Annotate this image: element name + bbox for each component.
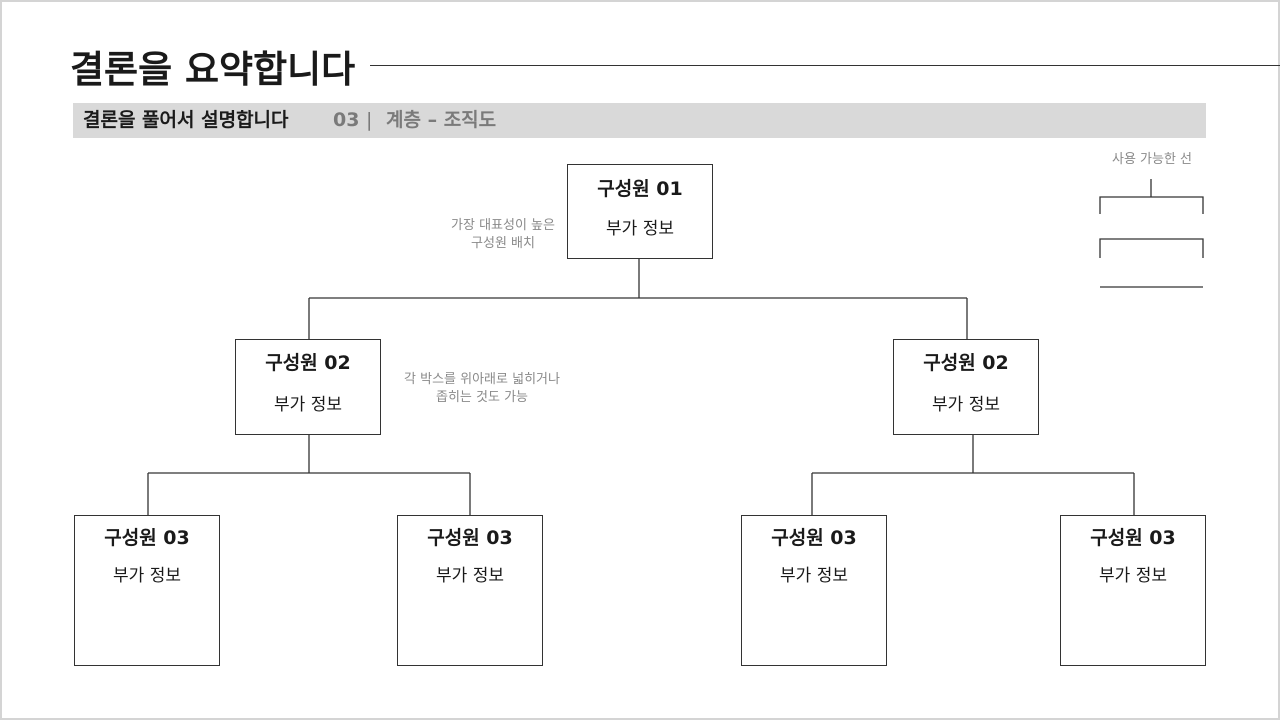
- member-extra-info: 부가 정보: [932, 395, 1000, 415]
- note-top-member: 가장 대표성이 높은 구성원 배치: [440, 217, 566, 253]
- subtitle-separator: |: [366, 109, 373, 131]
- subtitle-number: 03: [333, 109, 360, 131]
- member-extra-info: 부가 정보: [606, 219, 674, 239]
- slide-title: 결론을 요약합니다: [70, 48, 356, 91]
- note-line: 좁히는 것도 가능: [436, 390, 528, 405]
- subtitle-topic: 계층 – 조직도: [386, 109, 497, 131]
- member-extra-info: 부가 정보: [274, 395, 342, 415]
- sample-line-bracket: [1099, 238, 1204, 258]
- member-extra-info: 부가 정보: [113, 566, 181, 586]
- subtitle-main: 결론을 풀어서 설명합니다: [83, 109, 289, 131]
- member-name: 구성원 02: [923, 352, 1009, 374]
- subtitle-bar: 결론을 풀어서 설명합니다 03 | 계층 – 조직도: [73, 103, 1206, 138]
- note-available-lines: 사용 가능한 선: [1111, 152, 1193, 167]
- member-node-level2-right[interactable]: 구성원 02 부가 정보: [893, 339, 1039, 435]
- member-extra-info: 부가 정보: [1099, 566, 1167, 586]
- member-node-level3-a[interactable]: 구성원 03 부가 정보: [74, 515, 220, 666]
- member-node-level3-c[interactable]: 구성원 03 부가 정보: [741, 515, 887, 666]
- member-name: 구성원 02: [265, 352, 351, 374]
- sample-line-bracket-stem: [1099, 196, 1204, 214]
- title-rule: [370, 65, 1280, 66]
- member-node-level3-d[interactable]: 구성원 03 부가 정보: [1060, 515, 1206, 666]
- member-name: 구성원 03: [427, 527, 513, 549]
- note-line: 가장 대표성이 높은: [451, 218, 555, 233]
- member-node-level2-left[interactable]: 구성원 02 부가 정보: [235, 339, 381, 435]
- member-name: 구성원 03: [771, 527, 857, 549]
- note-line: 각 박스를 위아래로 넓히거나: [404, 372, 560, 387]
- member-node-level3-b[interactable]: 구성원 03 부가 정보: [397, 515, 543, 666]
- member-node-root[interactable]: 구성원 01 부가 정보: [567, 164, 713, 259]
- line-samples: [1099, 179, 1204, 288]
- member-name: 구성원 01: [597, 178, 683, 200]
- member-extra-info: 부가 정보: [780, 566, 848, 586]
- note-line: 구성원 배치: [471, 236, 535, 251]
- member-extra-info: 부가 정보: [436, 566, 504, 586]
- member-name: 구성원 03: [104, 527, 190, 549]
- note-resize-box: 각 박스를 위아래로 넓히거나 좁히는 것도 가능: [396, 371, 568, 407]
- member-name: 구성원 03: [1090, 527, 1176, 549]
